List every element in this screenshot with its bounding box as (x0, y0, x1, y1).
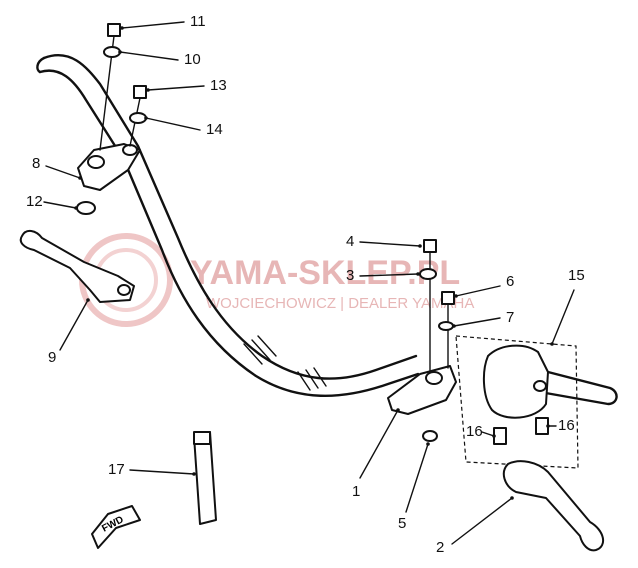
leader-arrowhead-4 (418, 244, 422, 248)
callout-label-12: 12 (26, 193, 43, 210)
callout-label-7: 7 (506, 309, 514, 326)
leader-line-9 (59, 299, 89, 351)
callout-label-8: 8 (32, 155, 40, 172)
leader-line-13 (147, 85, 205, 91)
handlebar (36, 53, 618, 406)
callout-label-16b: 16 (558, 417, 575, 434)
leader-line-11 (121, 21, 185, 29)
leader-arrowhead-5 (426, 442, 430, 446)
leader-line-15 (551, 289, 575, 345)
callout-label-3: 3 (346, 267, 354, 284)
leader-line-6 (455, 285, 501, 297)
leader-arrowhead-7 (452, 324, 456, 328)
leader-line-5 (405, 443, 429, 513)
leader-line-10 (119, 51, 179, 61)
leader-arrowhead-9 (86, 298, 90, 302)
leader-arrowhead-2 (510, 496, 514, 500)
leader-line-14 (145, 117, 201, 131)
leader-arrowhead-10 (118, 50, 122, 54)
leader-line-7 (453, 317, 501, 327)
leader-line-4 (359, 241, 421, 247)
leader-arrowhead-12 (74, 206, 78, 210)
fwd-arrow: FWD (91, 505, 141, 549)
callout-label-13: 13 (210, 77, 227, 94)
leader-arrowhead-17 (192, 472, 196, 476)
leader-arrowhead-15 (550, 342, 554, 346)
callout-label-17: 17 (108, 461, 125, 478)
callout-label-6: 6 (506, 273, 514, 290)
handlebar-holder-upper (76, 23, 147, 215)
cable-tie (193, 431, 217, 525)
callout-label-10: 10 (184, 51, 201, 68)
leader-arrowhead-13 (146, 88, 150, 92)
leader-line-8 (45, 165, 81, 179)
leader-arrowhead-14 (144, 116, 148, 120)
clutch-lever (19, 230, 135, 303)
callout-label-4: 4 (346, 233, 354, 250)
callout-label-1: 1 (352, 483, 360, 500)
watermark-subtitle: WOJCIECHOWICZ | DEALER YAMAHA (206, 295, 474, 312)
watermark: YAMA-SKLEP.PL WOJCIECHOWICZ | DEALER YAM… (79, 233, 474, 327)
right-controls (387, 239, 605, 552)
callout-label-9: 9 (48, 349, 56, 366)
leader-arrowhead-11 (120, 26, 124, 30)
leader-arrowhead-6 (454, 294, 458, 298)
leader-arrowhead-16a (492, 434, 496, 438)
leader-arrowhead-1 (396, 408, 400, 412)
leader-line-17 (129, 469, 195, 475)
callout-label-5: 5 (398, 515, 406, 532)
watermark-title: YAMA-SKLEP.PL (190, 254, 460, 292)
leader-line-12 (43, 201, 77, 209)
callout-label-16a: 16 (466, 423, 483, 440)
leader-arrowhead-8 (78, 176, 82, 180)
leader-arrowhead-3 (416, 272, 420, 276)
callout-label-2: 2 (436, 539, 444, 556)
leader-line-16a (481, 431, 495, 437)
leader-line-1 (359, 409, 399, 479)
leader-line-2 (451, 497, 513, 545)
leader-arrowhead-16b (546, 424, 550, 428)
callout-label-14: 14 (206, 121, 223, 138)
callout-label-15: 15 (568, 267, 585, 284)
callout-label-11: 11 (190, 13, 206, 30)
leader-line-3 (359, 273, 419, 277)
